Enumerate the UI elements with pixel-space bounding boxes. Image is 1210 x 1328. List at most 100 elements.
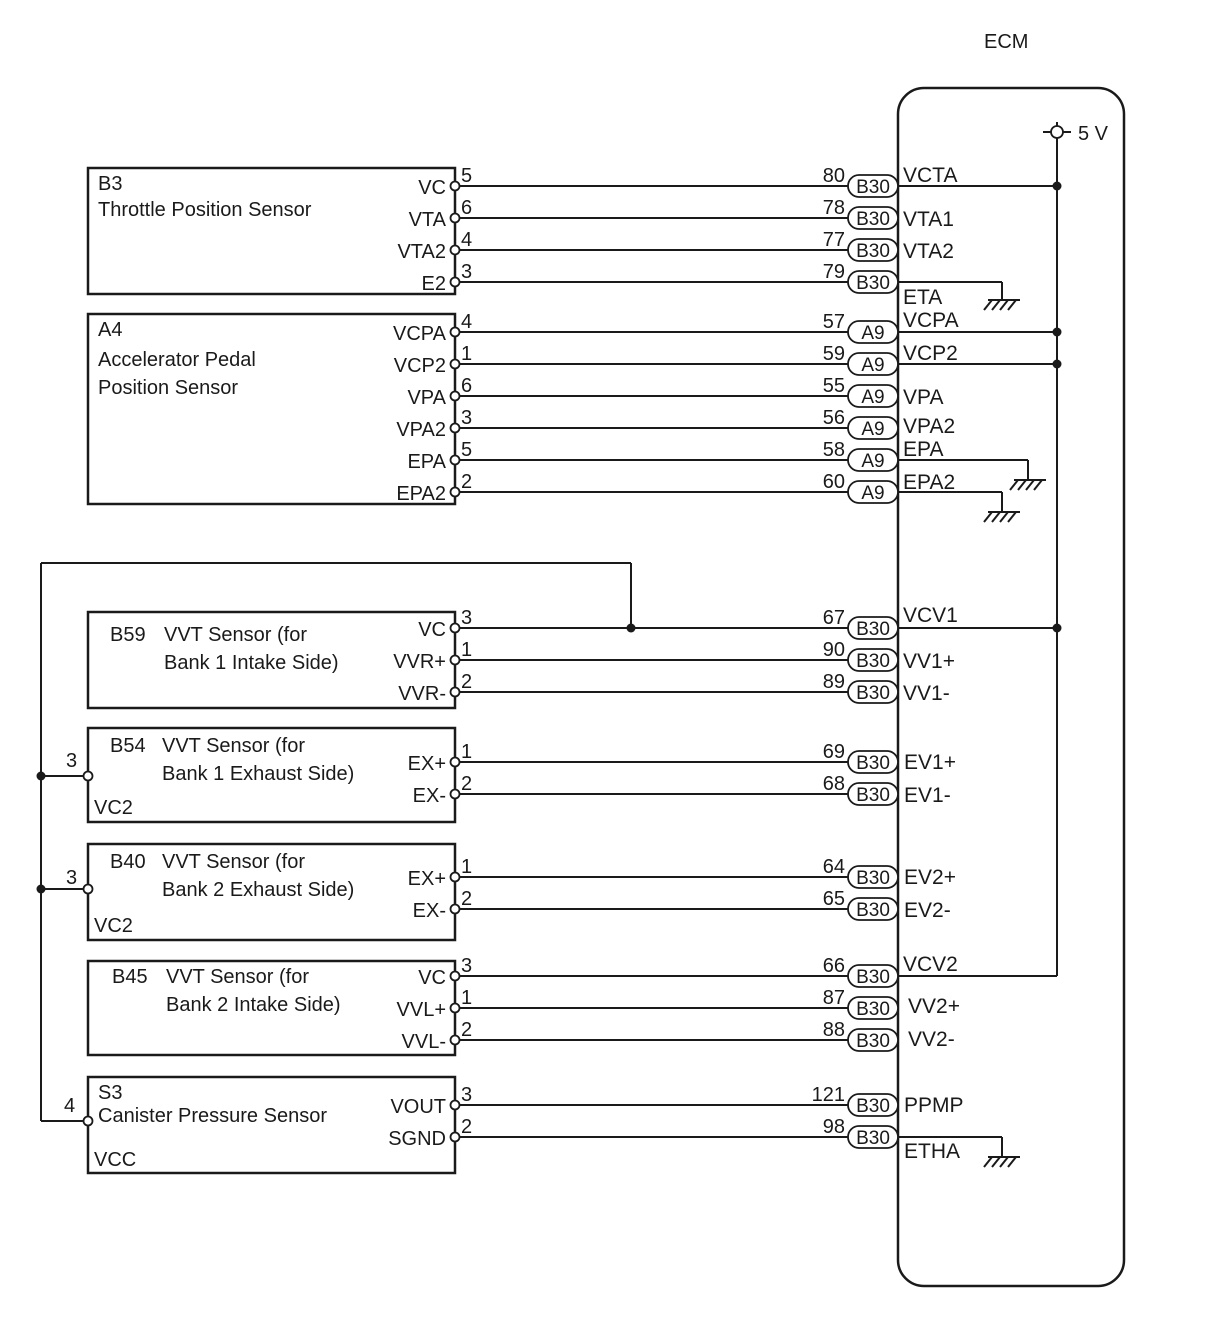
left-supply-bus — [40, 562, 632, 1122]
ground-hatch — [991, 511, 1001, 523]
connector-label: B30 — [856, 1128, 890, 1149]
s3-supply-pin-number: 4 — [64, 1095, 75, 1117]
ecm-terminal-name: ETHA — [904, 1140, 960, 1163]
ecm-internal-bus — [898, 185, 1057, 977]
pin-terminal — [449, 1131, 461, 1143]
connector-badge: A9 — [847, 448, 899, 472]
pin-terminal — [449, 358, 461, 370]
ecm-pin-number: 98 — [823, 1116, 845, 1138]
sensor-pin-number: 3 — [461, 955, 472, 977]
connector-outline — [847, 206, 899, 230]
pin-terminal — [449, 1002, 461, 1014]
ecm-terminal-name: VV2+ — [908, 995, 960, 1018]
connector-badge: A9 — [847, 352, 899, 376]
b54-name-line1: VVT Sensor (for — [162, 735, 305, 757]
ecm-terminal-name: VV1- — [903, 682, 950, 705]
connector-label: B30 — [856, 241, 890, 262]
junction-dot — [1052, 359, 1062, 369]
connector-label: B30 — [856, 900, 890, 921]
connector-label: B30 — [856, 651, 890, 672]
pin-terminal — [449, 276, 461, 288]
b40-name-line1: VVT Sensor (for — [162, 851, 305, 873]
ecm-pin-number: 65 — [823, 888, 845, 910]
ecm-terminal-name: VCV2 — [903, 953, 958, 976]
connector-label: B30 — [856, 273, 890, 294]
connector-badge: B30 — [847, 648, 899, 672]
connector-label: A9 — [861, 387, 884, 408]
connector-badge: B30 — [847, 1125, 899, 1149]
sensor-pin-name: VVL+ — [397, 999, 446, 1021]
sensor-pin-number: 3 — [461, 1084, 472, 1106]
pin-terminal — [82, 883, 94, 895]
connector-label: B30 — [856, 785, 890, 806]
connector-badge: B30 — [847, 680, 899, 704]
sensor-pin-name: VVL- — [402, 1031, 446, 1053]
connector-badge: B30 — [847, 616, 899, 640]
connector-badge: B30 — [847, 782, 899, 806]
connector-label: B30 — [856, 967, 890, 988]
pin-terminal — [449, 454, 461, 466]
connector-badge: B30 — [847, 865, 899, 889]
b40-id: B40 — [110, 851, 146, 873]
pin-terminal — [449, 326, 461, 338]
ground-hatch — [983, 511, 993, 523]
sensor-pin-name: SGND — [388, 1128, 446, 1150]
connector-badge: A9 — [847, 384, 899, 408]
ecm-pin-number: 79 — [823, 261, 845, 283]
ecm-terminal-name: VPA — [903, 386, 943, 409]
sensor-pin-number: 6 — [461, 197, 472, 219]
ecm-terminal-name: VTA1 — [903, 208, 954, 231]
connector-label: A9 — [861, 323, 884, 344]
junction-dot — [1052, 623, 1062, 633]
connector-badge: A9 — [847, 480, 899, 504]
pin-terminal — [449, 622, 461, 634]
sensor-pin-number: 3 — [461, 407, 472, 429]
junction-dot — [36, 884, 46, 894]
sensor-pin-number: 6 — [461, 375, 472, 397]
ecm-terminal-name: VV1+ — [903, 650, 955, 673]
s3-supply-pin: VCC — [94, 1149, 136, 1171]
sensor-pin-number: 1 — [461, 987, 472, 1009]
connector-label: B30 — [856, 999, 890, 1020]
ground-hatch — [1017, 479, 1027, 491]
connector-label: A9 — [861, 483, 884, 504]
ecm-terminal-name: VV2- — [908, 1028, 955, 1051]
sensor-pin-name: E2 — [422, 273, 446, 295]
connector-outline — [847, 996, 899, 1020]
connector-badge: B30 — [847, 238, 899, 262]
ground-hatch — [1007, 1156, 1017, 1168]
pin-terminal — [449, 1034, 461, 1046]
b54-name-line2: Bank 1 Exhaust Side) — [162, 763, 354, 785]
connector-badge: B30 — [847, 270, 899, 294]
ecm-pin-number: 121 — [812, 1084, 845, 1106]
ground-hatch — [1009, 479, 1019, 491]
sensor-pin-name: VC — [418, 177, 446, 199]
junction-dot — [36, 771, 46, 781]
pin-terminal — [449, 871, 461, 883]
sensor-pin-name: EX+ — [408, 868, 446, 890]
sensor-pin-number: 5 — [461, 165, 472, 187]
connector-label: B30 — [856, 868, 890, 889]
b59-name-line2: Bank 1 Intake Side) — [164, 652, 339, 674]
b54-supply-pin: VC2 — [94, 797, 133, 819]
pin-terminal — [449, 970, 461, 982]
connector-label: B30 — [856, 1031, 890, 1052]
ground-icon — [983, 511, 1020, 523]
connector-outline — [847, 416, 899, 440]
ecm-pin-number: 67 — [823, 607, 845, 629]
sensor-pin-number: 4 — [461, 229, 472, 251]
sensor-pin-name: EPA2 — [396, 483, 446, 505]
sensor-pin-name: VPA2 — [396, 419, 446, 441]
sensor-pin-number: 2 — [461, 671, 472, 693]
sensor-pin-number: 3 — [461, 261, 472, 283]
ground-hatch — [1033, 479, 1043, 491]
b3-name: Throttle Position Sensor — [98, 199, 312, 221]
b59-id: B59 — [110, 624, 146, 646]
connector-outline — [847, 897, 899, 921]
sensor-pin-number: 1 — [461, 639, 472, 661]
connector-badge: B30 — [847, 996, 899, 1020]
ecm-pin-number: 89 — [823, 671, 845, 693]
connector-label: A9 — [861, 419, 884, 440]
sensor-pin-name: VCP2 — [394, 355, 446, 377]
pin-terminal — [449, 686, 461, 698]
